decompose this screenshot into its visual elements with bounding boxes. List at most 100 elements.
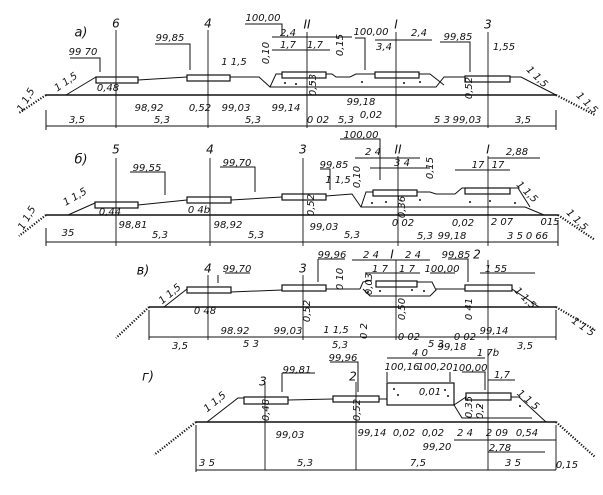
elevation-mark: 99,18	[438, 231, 467, 242]
dimension-line	[148, 310, 557, 340]
dimension: 1 7b	[477, 348, 499, 359]
dimension: 3 5	[505, 458, 521, 469]
track-3	[281, 193, 327, 201]
elevation-mark: 99,03	[453, 115, 482, 126]
elevation-mark: 99,03	[274, 326, 303, 337]
dimension: 35	[62, 228, 75, 239]
left-embankment-slope	[115, 306, 150, 339]
subgrade-top	[163, 288, 540, 308]
dimension: 5,3	[332, 340, 348, 351]
elevation-mark: 99,03	[310, 222, 339, 233]
elevation-mark: 100,00	[453, 363, 488, 374]
elevation-mark: 100,00	[354, 27, 389, 38]
ballast-box	[359, 279, 437, 297]
slope-ratio: 1 1,5	[202, 390, 229, 415]
elevation-mark: 99,85	[444, 32, 473, 43]
track-axes	[207, 260, 489, 340]
elevation-mark: 98,92	[135, 103, 164, 114]
slope-ratio: 1 1,5	[15, 86, 37, 114]
dimension: 2,4	[280, 28, 296, 39]
track-I	[375, 280, 418, 288]
dimension: 1 55	[485, 264, 507, 275]
right-embankment-slope	[555, 306, 596, 331]
dimension: 2,4	[411, 28, 427, 39]
elevation-mark: 99,55	[133, 163, 162, 174]
subgrade-top	[65, 76, 557, 96]
elevation-mark: 99,18	[347, 97, 376, 108]
elevation-mark: 99,14	[358, 428, 387, 439]
dimension: 1 7	[399, 264, 416, 275]
subgrade-top	[206, 396, 547, 423]
dimension: 0,01	[419, 387, 441, 398]
elevation-leaders	[70, 23, 471, 72]
ballast-prism-right	[453, 404, 532, 419]
track-number: 3	[484, 18, 492, 32]
dimension: 5,3	[338, 115, 354, 126]
right-embankment-slope	[555, 421, 596, 458]
dimension: 3,5	[515, 115, 531, 126]
track-3	[281, 284, 327, 292]
panel-label: г)	[142, 370, 154, 385]
dimension: 0,53	[308, 74, 319, 96]
dimension: 5 3	[428, 339, 444, 350]
elevation-mark: 99,96	[318, 250, 347, 261]
left-embankment-slope	[153, 421, 197, 456]
dimension: 0,44	[99, 207, 121, 218]
track-number: 6	[112, 17, 120, 31]
dimension: 0,15	[335, 34, 346, 56]
track-1	[465, 392, 512, 401]
elevation-mark: 99,18	[438, 342, 467, 353]
dimension: 2 4	[405, 250, 421, 261]
dimension: 1,55	[493, 42, 515, 53]
dimension: 5,3	[297, 458, 313, 469]
slope-ratio: 1 1,5	[61, 186, 89, 208]
dimension: 0,15	[556, 460, 578, 471]
panel-label: а)	[74, 26, 87, 41]
track-number: II	[394, 143, 402, 157]
dimension: 0 02	[398, 332, 420, 343]
dimension: 1,7	[307, 40, 324, 51]
dimension: 3,5	[172, 341, 188, 352]
dimension: 0 48	[194, 306, 216, 317]
dimension: 0,52	[302, 300, 313, 322]
dimension: 0,02	[393, 428, 415, 439]
dimension: 0,02	[422, 428, 444, 439]
dimension: 0,50	[397, 298, 408, 320]
dimension: 0,48	[261, 399, 272, 421]
elevation-mark: 99,14	[272, 103, 301, 114]
track-number: I	[394, 18, 398, 32]
track-number: 3	[259, 375, 267, 389]
dimension: 5,3	[152, 230, 168, 241]
panel-v: в) 4 3 I 2 99,70 99,96 100,00 99,85 98.9…	[115, 248, 596, 352]
slope-ratio: 1 1,5	[323, 325, 348, 336]
elevation-mark: 99,96	[329, 353, 358, 364]
dimension: 3,5	[69, 115, 85, 126]
dimension: 3 5	[199, 458, 215, 469]
dimension: 2,88	[506, 147, 528, 158]
elevation-mark: 100,00	[344, 130, 379, 141]
track-4	[186, 286, 232, 294]
slope-ratio: 1 1,5	[564, 207, 590, 233]
track-number: 2	[349, 370, 357, 384]
slope-ratio: 1 1,5	[16, 204, 38, 232]
track-axes	[115, 156, 489, 246]
elevation-mark: 99,85	[320, 160, 349, 171]
dimension: 17	[492, 160, 505, 171]
right-embankment-slope	[555, 94, 596, 116]
ballast-prism	[269, 73, 445, 88]
slope-ratio: 1 1 5	[514, 388, 541, 413]
elevation-mark: 99,70	[223, 158, 252, 169]
slope-ratio: 1 1,5	[325, 175, 350, 186]
track-3	[243, 396, 289, 405]
elevation-mark: 99 70	[69, 47, 98, 58]
dimension: 0,03	[364, 273, 375, 295]
slope-ratio: 1 1,5	[524, 64, 550, 90]
track-number: 4	[204, 262, 212, 276]
track-number: II	[303, 18, 311, 32]
subgrade-top	[67, 193, 545, 216]
panel-a: а) 6 4 II I 3 99 70 99,85 100,00 100,00 …	[15, 13, 600, 130]
elevation-leaders	[130, 138, 540, 195]
ballast-prism	[360, 187, 531, 208]
left-embankment-slope	[18, 214, 47, 237]
